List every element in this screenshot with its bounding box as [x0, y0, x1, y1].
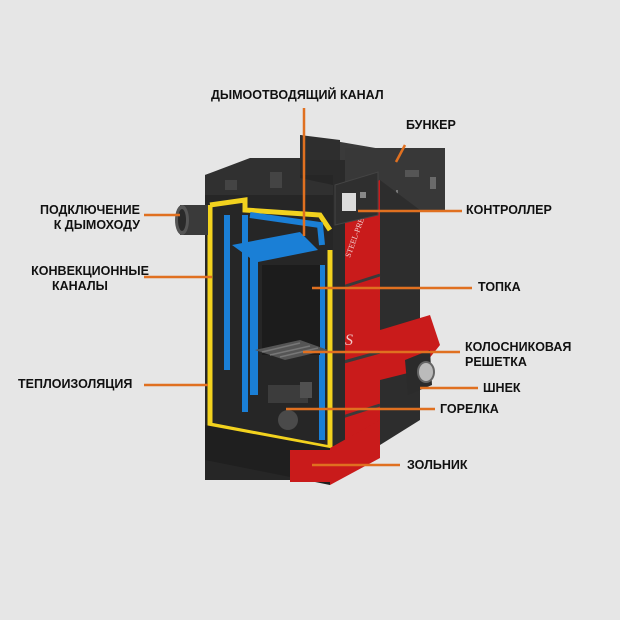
svg-text:S: S: [345, 332, 353, 349]
label-bunker: БУНКЕР: [406, 118, 456, 133]
label-convection-channels-line2: КАНАЛЫ: [14, 279, 149, 294]
label-grate: КОЛОСНИКОВАЯ РЕШЕТКА: [465, 340, 571, 370]
label-ash-pan: ЗОЛЬНИК: [407, 458, 467, 473]
label-controller: КОНТРОЛЛЕР: [466, 203, 552, 218]
label-chimney-connection-line2: К ДЫМОХОДУ: [20, 218, 140, 233]
label-chimney-connection: ПОДКЛЮЧЕНИЕ К ДЫМОХОДУ: [20, 203, 140, 233]
chimney-connection-pipe: [175, 205, 208, 235]
label-smoke-channel: ДЫМООТВОДЯЩИЙ КАНАЛ: [211, 88, 384, 103]
label-insulation: ТЕПЛОИЗОЛЯЦИЯ: [18, 377, 132, 392]
label-convection-channels: КОНВЕКЦИОННЫЕ КАНАЛЫ: [14, 264, 149, 294]
label-grate-line2: РЕШЕТКА: [465, 355, 571, 370]
label-auger: ШНЕК: [483, 381, 521, 396]
label-grate-line1: КОЛОСНИКОВАЯ: [465, 340, 571, 355]
label-burner: ГОРЕЛКА: [440, 402, 499, 417]
label-convection-channels-line1: КОНВЕКЦИОННЫЕ: [14, 264, 149, 279]
label-furnace: ТОПКА: [478, 280, 521, 295]
label-chimney-connection-line1: ПОДКЛЮЧЕНИЕ: [20, 203, 140, 218]
